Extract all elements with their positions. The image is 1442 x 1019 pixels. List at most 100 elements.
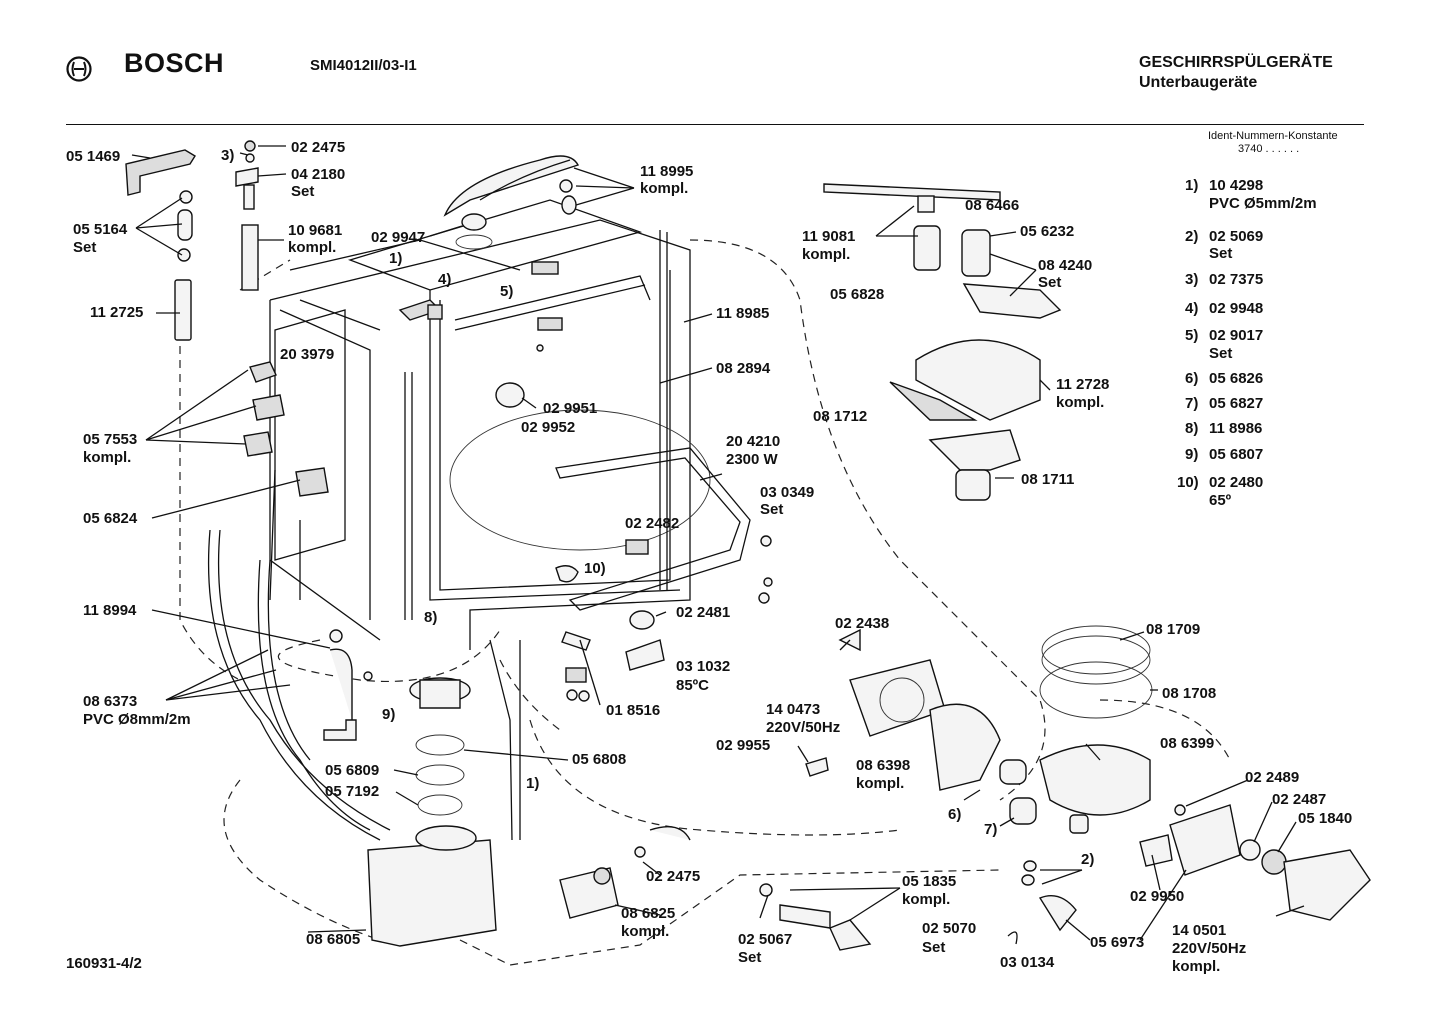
legend-spec-10: 65º [1209, 492, 1232, 509]
label-02-5070-set: Set [922, 939, 946, 956]
label-08-4240-set: Set [1038, 274, 1062, 291]
legend-part-6: 05 6826 [1209, 370, 1264, 387]
label-08-6398-kompl: kompl. [856, 775, 905, 792]
legend-key-10: 10) [1177, 474, 1199, 491]
label-05-6828: 05 6828 [830, 286, 885, 303]
label-footnote-2: 2) [1081, 851, 1095, 868]
label-02-2487: 02 2487 [1272, 791, 1327, 808]
label-08-6805: 08 6805 [306, 931, 361, 948]
label-20-3979: 20 3979 [280, 346, 335, 363]
label-05-1840: 05 1840 [1298, 810, 1353, 827]
label-05-6808: 05 6808 [572, 751, 627, 768]
label-02-5067: 02 5067 [738, 931, 793, 948]
legend-key-8: 8) [1185, 420, 1199, 437]
label-20-4210: 20 4210 [726, 433, 781, 450]
label-11-8995-kompl: kompl. [640, 180, 689, 197]
label-02-2481: 02 2481 [676, 604, 731, 621]
label-11-2728: 11 2728 [1056, 376, 1110, 393]
label-02-2475-top: 02 2475 [291, 139, 346, 156]
legend-part-9: 05 6807 [1209, 446, 1264, 463]
label-08-6399: 08 6399 [1160, 735, 1215, 752]
label-05-6824: 05 6824 [83, 510, 138, 527]
legend-part-5: 02 9017 [1209, 327, 1264, 344]
label-05-5164-set: Set [73, 239, 97, 256]
legend-part-2: 02 5069 [1209, 228, 1264, 245]
legend-part-4: 02 9948 [1209, 300, 1264, 317]
legend-key-5: 5) [1185, 327, 1199, 344]
label-footnote-10: 10) [584, 560, 606, 577]
label-08-6825: 08 6825 [621, 905, 676, 922]
label-14-0501-kompl: kompl. [1172, 958, 1221, 975]
leader-lines [131, 145, 1305, 941]
tub-frame [239, 199, 711, 650]
legend-part-8: 11 8986 [1209, 420, 1263, 437]
label-08-1709: 08 1709 [1146, 621, 1201, 638]
label-footnote-3: 3) [221, 147, 235, 164]
label-04-2180-set: Set [291, 183, 315, 200]
label-05-1835-kompl: kompl. [902, 891, 951, 908]
legend-key-4: 4) [1185, 300, 1199, 317]
label-08-6466: 08 6466 [965, 197, 1020, 214]
label-14-0473-voltage: 220V/50Hz [766, 719, 841, 736]
label-02-2489: 02 2489 [1245, 769, 1300, 786]
legend-spec-2: Set [1209, 245, 1233, 262]
label-02-5067-set: Set [738, 949, 762, 966]
label-11-8995: 11 8995 [640, 163, 694, 180]
label-05-1469: 05 1469 [66, 148, 121, 165]
label-11-8994: 11 8994 [83, 602, 137, 619]
label-02-5070: 02 5070 [922, 920, 977, 937]
label-08-6373: 08 6373 [83, 693, 138, 710]
label-02-2475-bottom: 02 2475 [646, 868, 701, 885]
label-05-7553-kompl: kompl. [83, 449, 132, 466]
label-04-2180: 04 2180 [291, 166, 346, 183]
legend-part-3: 02 7375 [1209, 271, 1264, 288]
label-02-2482: 02 2482 [625, 515, 680, 532]
label-03-0349-set: Set [760, 501, 784, 518]
label-08-1712: 08 1712 [813, 408, 868, 425]
label-05-7553: 05 7553 [83, 431, 138, 448]
label-03-1032-temp: 85ºC [676, 677, 709, 694]
label-14-0501: 14 0501 [1172, 922, 1227, 939]
legend-spec-5: Set [1209, 345, 1233, 362]
label-footnote-9: 9) [382, 706, 396, 723]
label-11-9081: 11 9081 [802, 228, 856, 245]
legend-part-10: 02 2480 [1209, 474, 1264, 491]
label-08-1711: 08 1711 [1021, 471, 1075, 488]
ident-caption: Ident-Nummern-Konstante [1208, 130, 1338, 142]
label-08-6398: 08 6398 [856, 757, 911, 774]
label-05-6973: 05 6973 [1090, 934, 1145, 951]
label-08-4240: 08 4240 [1038, 257, 1093, 274]
label-11-9081-kompl: kompl. [802, 246, 851, 263]
label-02-9950: 02 9950 [1130, 888, 1185, 905]
label-05-7192: 05 7192 [325, 783, 380, 800]
document-number: 160931-4/2 [66, 955, 142, 972]
label-02-9947: 02 9947 [371, 229, 426, 246]
label-02-9955: 02 9955 [716, 737, 771, 754]
legend-key-2: 2) [1185, 228, 1199, 245]
category-subtitle: Unterbaugeräte [1139, 74, 1258, 91]
label-02-2438: 02 2438 [835, 615, 890, 632]
label-03-1032: 03 1032 [676, 658, 731, 675]
legend-key-3: 3) [1185, 271, 1199, 288]
label-10-9681: 10 9681 [288, 222, 343, 239]
label-20-4210-watt: 2300 W [726, 451, 778, 468]
legend-part-7: 05 6827 [1209, 395, 1264, 412]
label-footnote-7: 7) [984, 821, 998, 838]
label-14-0473: 14 0473 [766, 701, 821, 718]
bosch-logo-icon [66, 56, 92, 82]
legend-key-7: 7) [1185, 395, 1199, 412]
legend-part-1: 10 4298 [1209, 177, 1264, 194]
legend-spec-1: PVC Ø5mm/2m [1209, 195, 1317, 212]
ident-value: 3740 . . . . . . [1238, 143, 1300, 155]
label-02-9952: 02 9952 [521, 419, 576, 436]
label-05-6809: 05 6809 [325, 762, 380, 779]
label-11-2725: 11 2725 [90, 304, 144, 321]
legend-key-6: 6) [1185, 370, 1199, 387]
label-03-0349: 03 0349 [760, 484, 815, 501]
label-05-6232: 05 6232 [1020, 223, 1075, 240]
model-number: SMI4012II/03-I1 [310, 57, 417, 74]
label-08-2894: 08 2894 [716, 360, 771, 377]
label-11-2728-kompl: kompl. [1056, 394, 1105, 411]
label-footnote-1-mid: 1) [526, 775, 540, 792]
